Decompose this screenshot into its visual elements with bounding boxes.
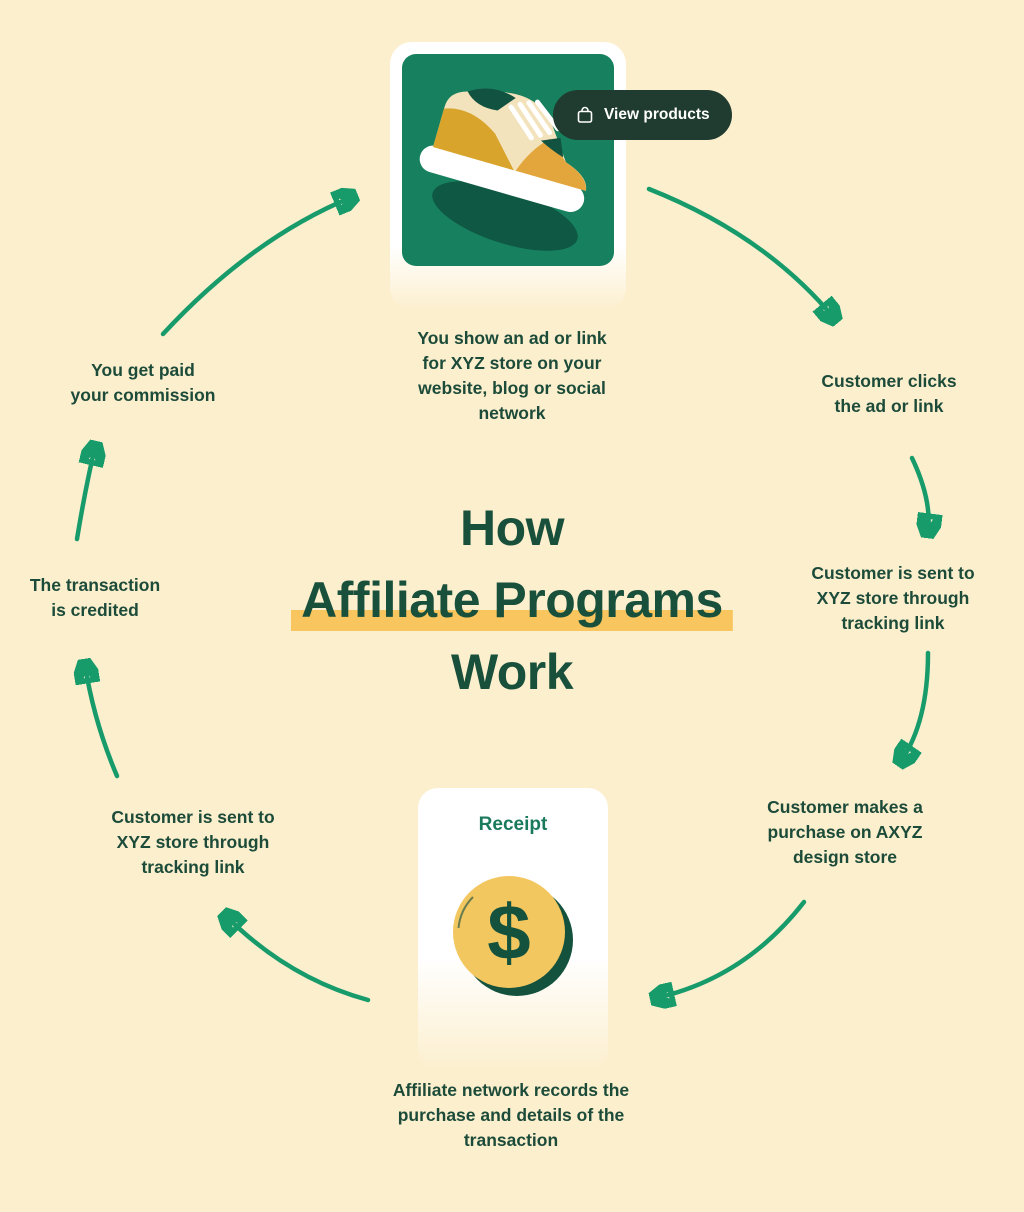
step-line: XYZ store through xyxy=(816,588,970,608)
step-line: purchase on AXYZ xyxy=(767,822,923,842)
step-line: Affiliate network records the xyxy=(392,1080,630,1100)
dollar-coin-icon: $ xyxy=(453,876,573,996)
title-highlight: Affiliate Programs xyxy=(291,572,733,631)
arrow-sentleft-to-credited xyxy=(85,665,120,779)
step-network-records: Affiliate network records the purchase a… xyxy=(351,1078,671,1153)
page-title: How Affiliate Programs Work xyxy=(132,492,892,708)
step-line: You get paid xyxy=(91,360,195,380)
step-get-paid: You get paid your commission xyxy=(3,358,283,408)
step-line: The transaction xyxy=(29,575,161,595)
title-line-1: How xyxy=(459,500,565,556)
step-line: for XYZ store on your xyxy=(422,353,602,373)
arrow-clicks-to-sent xyxy=(909,455,929,532)
step-makes-purchase: Customer makes a purchase on AXYZ design… xyxy=(705,795,985,870)
shopping-bag-icon xyxy=(577,106,593,123)
view-products-label: View products xyxy=(604,106,710,123)
product-card xyxy=(390,42,626,310)
title-line-3: Work xyxy=(450,644,574,700)
step-line: transaction xyxy=(463,1130,559,1150)
step-line: is credited xyxy=(51,600,139,620)
step-sent-to-store-right: Customer is sent to XYZ store through tr… xyxy=(753,561,1024,636)
step-line: purchase and details of the xyxy=(397,1105,625,1125)
step-line: design store xyxy=(792,847,898,867)
step-line: tracking link xyxy=(841,613,945,633)
arrow-getpaid-to-card xyxy=(160,197,352,337)
arrow-purchase-to-receipt xyxy=(656,899,807,998)
step-customer-clicks: Customer clicks the ad or link xyxy=(749,369,1024,419)
step-line: Customer clicks xyxy=(821,371,957,391)
step-line: your commission xyxy=(70,385,216,405)
step-transaction-credited: The transaction is credited xyxy=(0,573,235,623)
dollar-sign: $ xyxy=(487,888,530,976)
step-sent-to-store-left: Customer is sent to XYZ store through tr… xyxy=(53,805,333,880)
step-line: Customer makes a xyxy=(767,797,923,817)
step-line: Customer is sent to xyxy=(111,807,275,827)
receipt-label: Receipt xyxy=(478,814,548,835)
arrow-sent-to-purchase xyxy=(901,650,931,761)
arrow-records-to-sentleft xyxy=(226,916,371,1003)
arrow-credited-to-getpaid xyxy=(74,447,95,542)
step-line: tracking link xyxy=(141,857,245,877)
sneaker-icon xyxy=(419,88,587,251)
step-line: the ad or link xyxy=(834,396,944,416)
step-line: You show an ad or link xyxy=(417,328,607,348)
step-show-ad: You show an ad or link for XYZ store on … xyxy=(372,326,652,426)
arrow-card-to-clicks xyxy=(646,186,834,318)
title-line-2: Affiliate Programs xyxy=(132,564,892,636)
receipt-card: Receipt $ xyxy=(418,788,608,1070)
step-line: XYZ store through xyxy=(116,832,270,852)
step-line: network xyxy=(478,403,546,423)
step-line: Customer is sent to xyxy=(811,563,975,583)
view-products-button[interactable]: View products xyxy=(553,90,732,140)
sneaker-image xyxy=(402,54,614,266)
step-line: website, blog or social xyxy=(418,378,606,398)
